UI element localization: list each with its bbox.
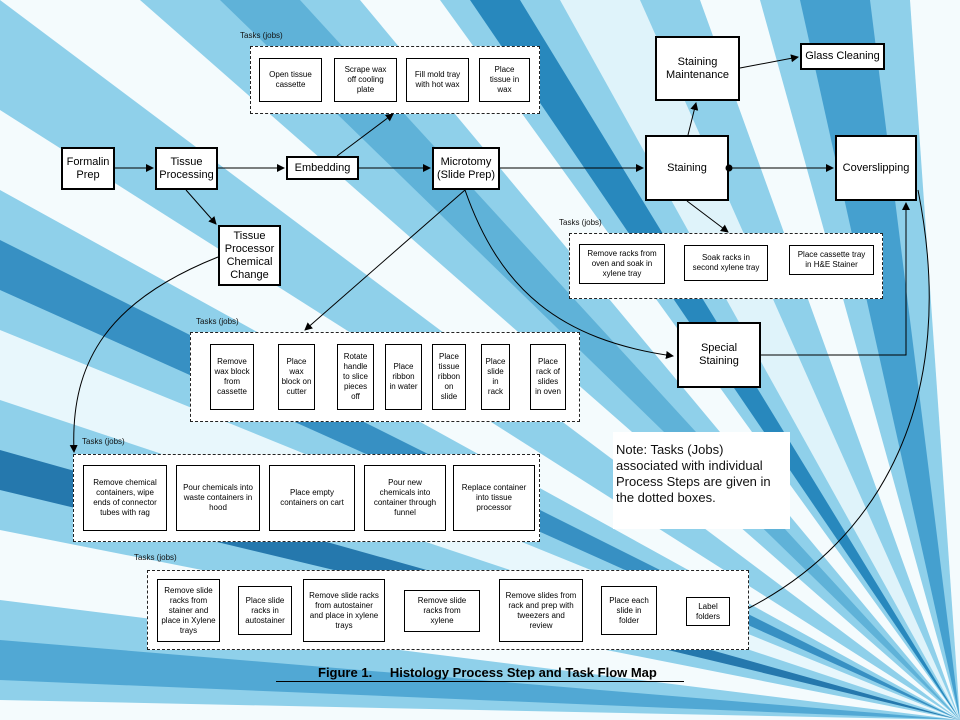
task-pour-new-chemicals: Pour new chemicals into container throug… xyxy=(364,465,446,531)
tasks-label-coverslip: Tasks (jobs) xyxy=(134,553,177,562)
caption-underline xyxy=(276,681,684,682)
task-remove-from-xylene: Remove slide racks from xylene xyxy=(404,590,480,632)
tasks-label-embedding: Tasks (jobs) xyxy=(240,31,283,40)
task-pour-chemicals-waste: Pour chemicals into waste containers in … xyxy=(176,465,260,531)
figure-caption: Figure 1. Histology Process Step and Tas… xyxy=(318,665,657,680)
task-remove-slides-prep: Remove slides from rack and prep with tw… xyxy=(499,579,583,642)
task-place-slide-in-rack: Place slide in rack xyxy=(481,344,510,410)
task-open-tissue-cassette: Open tissue cassette xyxy=(259,58,322,102)
note-box: Note: Tasks (Jobs) associated with indiv… xyxy=(613,432,790,529)
task-scrape-wax: Scrape wax off cooling plate xyxy=(334,58,397,102)
tasks-label-staining: Tasks (jobs) xyxy=(559,218,602,227)
task-place-cassette-tray: Place cassette tray in H&E Stainer xyxy=(789,245,874,275)
staining-maintenance-step: Staining Maintenance xyxy=(655,36,740,101)
task-place-tissue-ribbon: Place tissue ribbon on slide xyxy=(432,344,466,410)
tissue-processing-step: Tissue Processing xyxy=(155,147,218,190)
task-place-tissue-in-wax: Place tissue in wax xyxy=(479,58,530,102)
glass-cleaning-step: Glass Cleaning xyxy=(800,43,885,70)
task-place-empty-containers: Place empty containers on cart xyxy=(269,465,355,531)
task-place-wax-block: Place wax block on cutter xyxy=(278,344,315,410)
task-place-rack-in-oven: Place rack of slides in oven xyxy=(530,344,566,410)
figure-title: Histology Process Step and Task Flow Map xyxy=(389,665,657,680)
task-remove-racks-from-oven: Remove racks from oven and soak in xylen… xyxy=(579,244,665,284)
special-staining-step: Special Staining xyxy=(677,322,761,388)
task-remove-wax-block: Remove wax block from cassette xyxy=(210,344,254,410)
task-remove-slide-racks-from-stainer: Remove slide racks from stainer and plac… xyxy=(157,579,220,642)
staining-step: Staining xyxy=(645,135,729,201)
task-replace-container: Replace container into tissue processor xyxy=(453,465,535,531)
tasks-label-microtomy: Tasks (jobs) xyxy=(196,317,239,326)
figure-number: Figure 1. xyxy=(318,665,373,680)
task-place-ribbon-in-water: Place ribbon in water xyxy=(385,344,422,410)
microtomy-step: Microtomy (Slide Prep) xyxy=(432,147,500,190)
coverslipping-step: Coverslipping xyxy=(835,135,917,201)
task-remove-chemical-containers: Remove chemical containers, wipe ends of… xyxy=(83,465,167,531)
task-place-slide-racks-autostainer: Place slide racks in autostainer xyxy=(238,586,292,635)
tasks-label-chemical: Tasks (jobs) xyxy=(82,437,125,446)
task-fill-mold-tray: Fill mold tray with hot wax xyxy=(406,58,469,102)
formalin-prep-step: Formalin Prep xyxy=(61,147,115,190)
task-soak-racks: Soak racks in second xylene tray xyxy=(684,245,768,281)
tissue-processor-chemical-change-step: Tissue Processor Chemical Change xyxy=(218,225,281,286)
task-place-slide-in-folder: Place each slide in folder xyxy=(601,586,657,635)
embedding-step: Embedding xyxy=(286,156,359,180)
task-label-folders: Label folders xyxy=(686,597,730,626)
task-rotate-handle: Rotate handle to slice pieces off xyxy=(337,344,374,410)
task-remove-from-autostainer: Remove slide racks from autostainer and … xyxy=(303,579,385,642)
